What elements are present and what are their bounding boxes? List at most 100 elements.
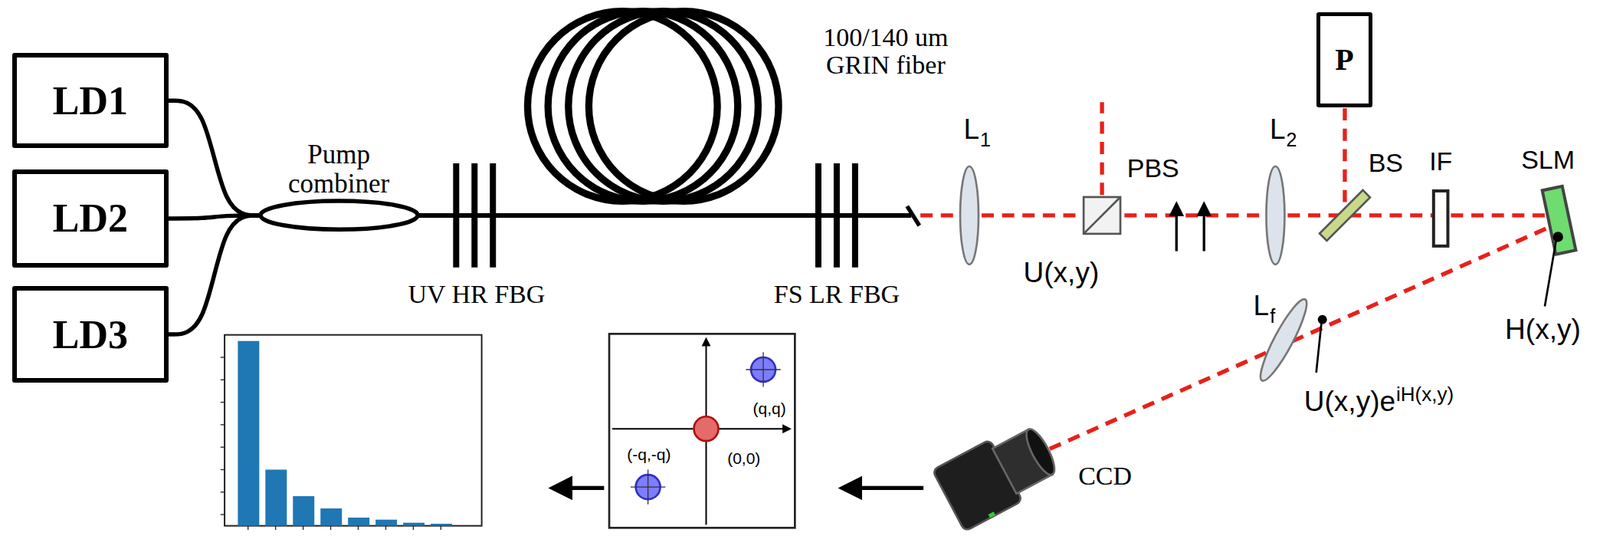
bar (265, 468, 287, 525)
bar (403, 522, 425, 526)
bar (347, 517, 370, 526)
bar (237, 340, 260, 526)
lens-subscript: 1 (980, 129, 991, 150)
bar (292, 495, 315, 526)
field-label: U(x,y) (1023, 258, 1100, 289)
tick (220, 423, 225, 425)
tick (385, 525, 387, 530)
leader-line (1316, 323, 1322, 373)
fiber-connector (168, 215, 261, 335)
lens-l1 (960, 166, 979, 265)
drawing-part (833, 163, 840, 268)
drawing-part (1083, 196, 1121, 234)
beam-splitter (1319, 190, 1371, 241)
tick (357, 525, 359, 530)
node-text: LD3 (52, 311, 128, 358)
interference-filter (1433, 190, 1449, 246)
node-text: LD2 (52, 195, 128, 241)
fiber-connector (168, 100, 261, 216)
power-meter-box: P (1316, 12, 1373, 108)
lens-dot (1318, 314, 1328, 325)
lens-subscript: 2 (1285, 129, 1297, 150)
tick (220, 491, 225, 492)
pbs-label: PBS (1127, 154, 1180, 183)
tick (275, 525, 276, 530)
coordinate-label: (-q,-q) (626, 445, 671, 463)
bs-label: BS (1368, 149, 1404, 178)
tick (220, 513, 225, 515)
correlation-plane (609, 333, 795, 528)
node-text: Pump combiner (272, 140, 407, 199)
fbg-label: FS LR FBG (773, 280, 900, 309)
tick (247, 525, 249, 530)
slm-dot (1553, 231, 1564, 242)
combiner-ellipse (257, 197, 421, 233)
coordinate-label: (q,q) (752, 400, 786, 417)
hologram-label: H(x,y) (1504, 314, 1581, 345)
tick (220, 401, 225, 403)
drawing-part (547, 11, 738, 202)
drawing-part (1342, 108, 1347, 216)
ccd-label: CCD (1078, 462, 1132, 490)
laser-diode-box: LD1 (12, 52, 169, 148)
drawing-part (609, 333, 795, 528)
drawing-part (852, 163, 859, 268)
lens-subscript: f (1269, 305, 1276, 326)
drawing-part (471, 163, 478, 268)
lens-l2 (1265, 166, 1285, 265)
bar (375, 519, 397, 526)
drawing-part (588, 11, 779, 202)
drawing-part (220, 357, 442, 530)
slm-label: SLM (1521, 146, 1575, 174)
bar (320, 508, 342, 526)
laser-diode-box: LD2 (12, 169, 169, 268)
fiber-end (907, 206, 920, 226)
tick (220, 356, 225, 358)
laser-beam (920, 101, 1546, 450)
polarization-arrows (1176, 203, 1204, 251)
drawing-part (694, 416, 719, 441)
drawing-part (224, 334, 482, 526)
fiber-coil (527, 11, 780, 202)
drawing-part (647, 468, 649, 504)
tick (220, 445, 225, 447)
slm-panel (1542, 186, 1577, 255)
ccd-camera (932, 416, 1065, 532)
pump-combiner: Pump combiner (257, 140, 421, 233)
bar (430, 523, 453, 526)
coordinate-label: (0,0) (727, 449, 761, 467)
drawing-part (489, 163, 496, 268)
tick (330, 525, 332, 530)
drawing-part (762, 351, 764, 387)
tick (440, 525, 442, 530)
laser-diode-box: LD3 (12, 285, 169, 384)
pbs-cube (1083, 196, 1121, 234)
flow-arrow (842, 485, 924, 490)
lens-label: L (1253, 291, 1270, 322)
drawing-part (527, 11, 719, 202)
node-text: P (1334, 41, 1354, 78)
tick (220, 379, 225, 381)
lens-label: L (963, 114, 980, 145)
if-label: IF (1429, 147, 1453, 176)
field-superscript: iH(x,y) (1396, 383, 1454, 405)
combiner-ellipse (260, 200, 418, 230)
lens-label: L (1269, 114, 1286, 145)
fs-lr-fbg (818, 163, 856, 268)
drawing-part (452, 163, 460, 268)
field-label: U(x,y)e (1304, 386, 1396, 417)
uv-hr-fbg (455, 163, 493, 268)
flow-arrow (553, 485, 605, 490)
drawing-part (1021, 425, 1060, 479)
drawing-part (815, 163, 822, 268)
node-text: LD1 (52, 78, 128, 124)
tick (220, 468, 225, 470)
leader-line (1544, 240, 1557, 306)
drawing-part (1203, 203, 1206, 251)
drawing-part (1083, 196, 1121, 234)
drawing-part (988, 511, 997, 518)
fbg-label: UV HR FBG (407, 280, 545, 309)
fiber-label: 100/140 um GRIN fiber (803, 23, 968, 79)
drawing-part (237, 340, 453, 526)
